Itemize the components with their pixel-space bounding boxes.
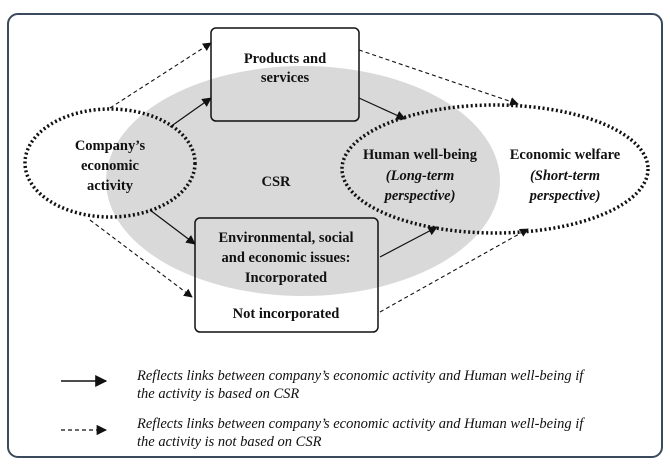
human-wellbeing-label: Human well-being [363, 147, 478, 163]
issues-label: Incorporated [245, 270, 327, 286]
products-label: Products and [244, 51, 326, 67]
company-label: activity [87, 178, 134, 194]
human-wellbeing-sub: perspective) [383, 188, 456, 204]
legend: Reflects links between company’s economi… [61, 368, 585, 450]
products-box [210, 27, 360, 122]
dashed-arrow [109, 42, 212, 109]
issues-label: and economic issues: [222, 250, 351, 266]
economic-welfare-sub: (Short-term [530, 168, 600, 184]
legend-text: Reflects links between company’s economi… [136, 416, 585, 432]
company-ellipse [23, 107, 197, 219]
csr-label: CSR [261, 174, 291, 190]
legend-text: Reflects links between company’s economi… [136, 368, 585, 384]
dashed-arrow [89, 219, 193, 298]
issues-box [194, 217, 379, 333]
solid-arrow [358, 97, 406, 120]
company-label: Company’s [75, 138, 146, 154]
human-wellbeing-sub: (Long-term [386, 168, 454, 184]
wellbeing-ellipse [340, 103, 650, 235]
issues-label: Environmental, social [218, 230, 353, 246]
company-label: economic [81, 158, 140, 174]
economic-welfare-sub: perspective) [528, 188, 601, 204]
products-label: services [261, 70, 310, 86]
legend-text: the activity is based on CSR [137, 386, 299, 402]
not-incorporated-label: Not incorporated [233, 306, 340, 322]
csr-ellipse [106, 66, 500, 296]
economic-welfare-label: Economic welfare [510, 147, 621, 163]
solid-arrow [169, 97, 212, 128]
dashed-arrow [379, 228, 529, 313]
solid-arrow [379, 226, 438, 258]
solid-arrow [149, 209, 196, 245]
legend-text: the activity is not based on CSR [137, 434, 322, 450]
